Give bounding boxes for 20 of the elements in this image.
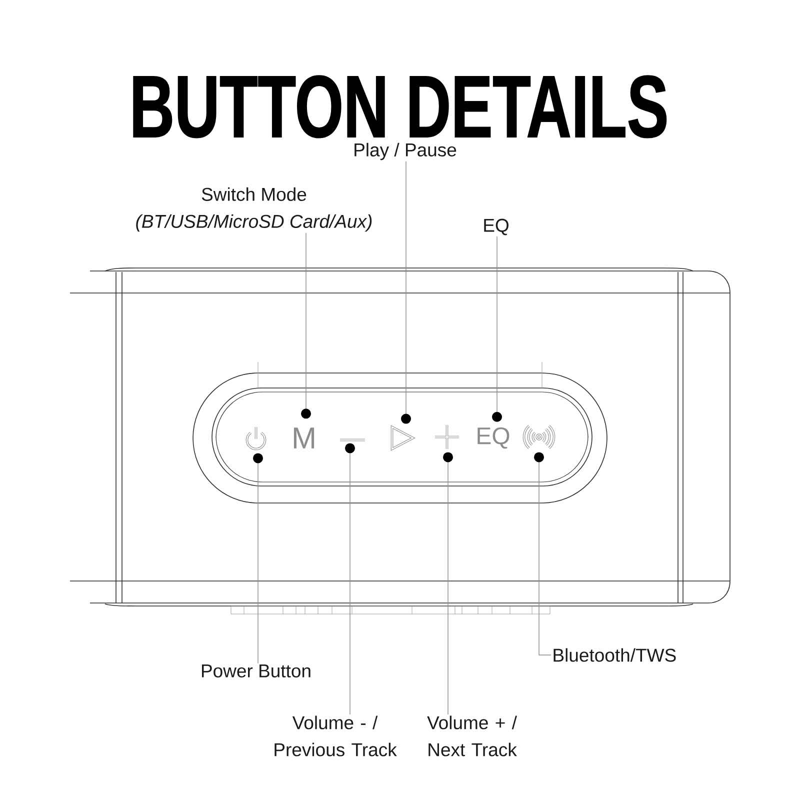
leader-line	[301, 232, 311, 419]
callout-label: Volume + / Next Track	[427, 716, 517, 756]
leader-line	[401, 160, 411, 424]
leader-line	[492, 236, 502, 422]
callout-label: Switch Mode (BT/USB/MicroSD Card/Aux)	[136, 187, 372, 232]
callout-label: Play / Pause	[354, 142, 456, 160]
plus-icon	[434, 424, 460, 450]
minus-icon	[340, 438, 365, 442]
callout-label: EQ	[484, 218, 508, 236]
leader-line	[253, 453, 263, 664]
signal-icon	[522, 424, 556, 450]
power-icon	[246, 426, 266, 450]
callout-label: Volume - / Previous Track	[274, 716, 397, 756]
leader-line	[345, 443, 355, 715]
callout-label: Power Button	[202, 664, 310, 678]
panel-lettering: EQ	[478, 427, 510, 449]
leader-line	[534, 452, 552, 656]
panel-lettering: M	[294, 428, 314, 448]
leader-line	[443, 452, 453, 715]
callout-label: Bluetooth/TWS	[554, 648, 676, 662]
